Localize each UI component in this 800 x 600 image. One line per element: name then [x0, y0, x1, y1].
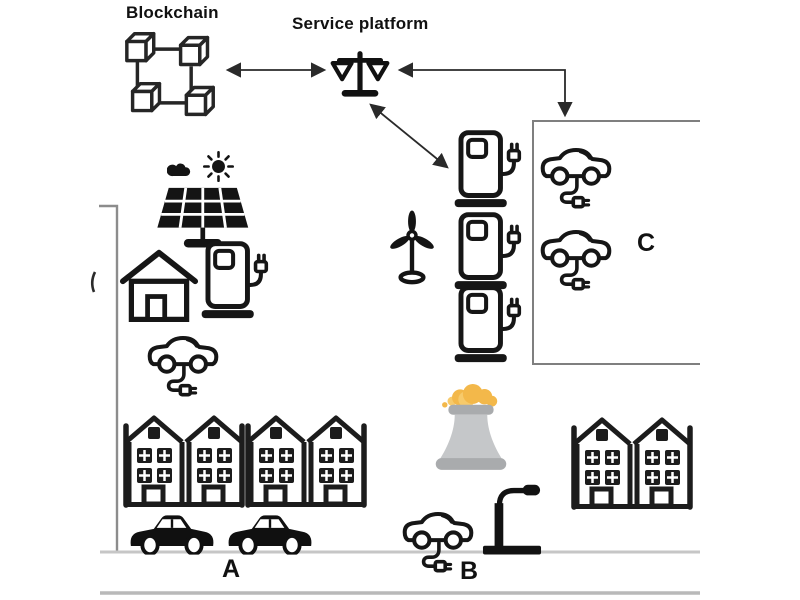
- blockchain-label: Blockchain: [126, 3, 219, 22]
- charging-station-icon: [452, 130, 522, 209]
- balance-scale-icon: [328, 50, 392, 105]
- region-c-label: C: [637, 229, 656, 257]
- partial-edge-mark: [90, 271, 97, 293]
- house-icon: [119, 247, 199, 323]
- charging-station-icon: [452, 212, 522, 291]
- sedan-car-icon: [128, 503, 216, 555]
- townhouse-pair-icon: [570, 410, 694, 512]
- wind-turbine-icon: [384, 210, 440, 291]
- region-b-label: B: [460, 557, 479, 585]
- ev-car-icon: [540, 132, 612, 211]
- region-c-box: [532, 120, 700, 365]
- blockchain-network-icon: [123, 28, 219, 118]
- sun-icon: [203, 151, 234, 182]
- townhouse-pair-icon: [244, 408, 368, 510]
- service-platform-label: Service platform: [292, 14, 429, 33]
- arrow-platform-stations: [369, 103, 449, 169]
- region-a-label: A: [222, 555, 241, 583]
- townhouse-pair-icon: [122, 408, 246, 510]
- charging-station-icon: [452, 285, 522, 364]
- sedan-car-icon: [226, 503, 314, 555]
- ev-car-icon: [540, 214, 612, 293]
- cloud-icon: [167, 160, 193, 177]
- cooling-tower-icon: [424, 384, 518, 476]
- street-lamp-icon: [482, 478, 542, 557]
- arrow-platform-region-c: [397, 62, 573, 118]
- ev-car-icon: [147, 320, 219, 399]
- charging-station-icon: [199, 241, 269, 320]
- left-boundary-line: [99, 204, 119, 552]
